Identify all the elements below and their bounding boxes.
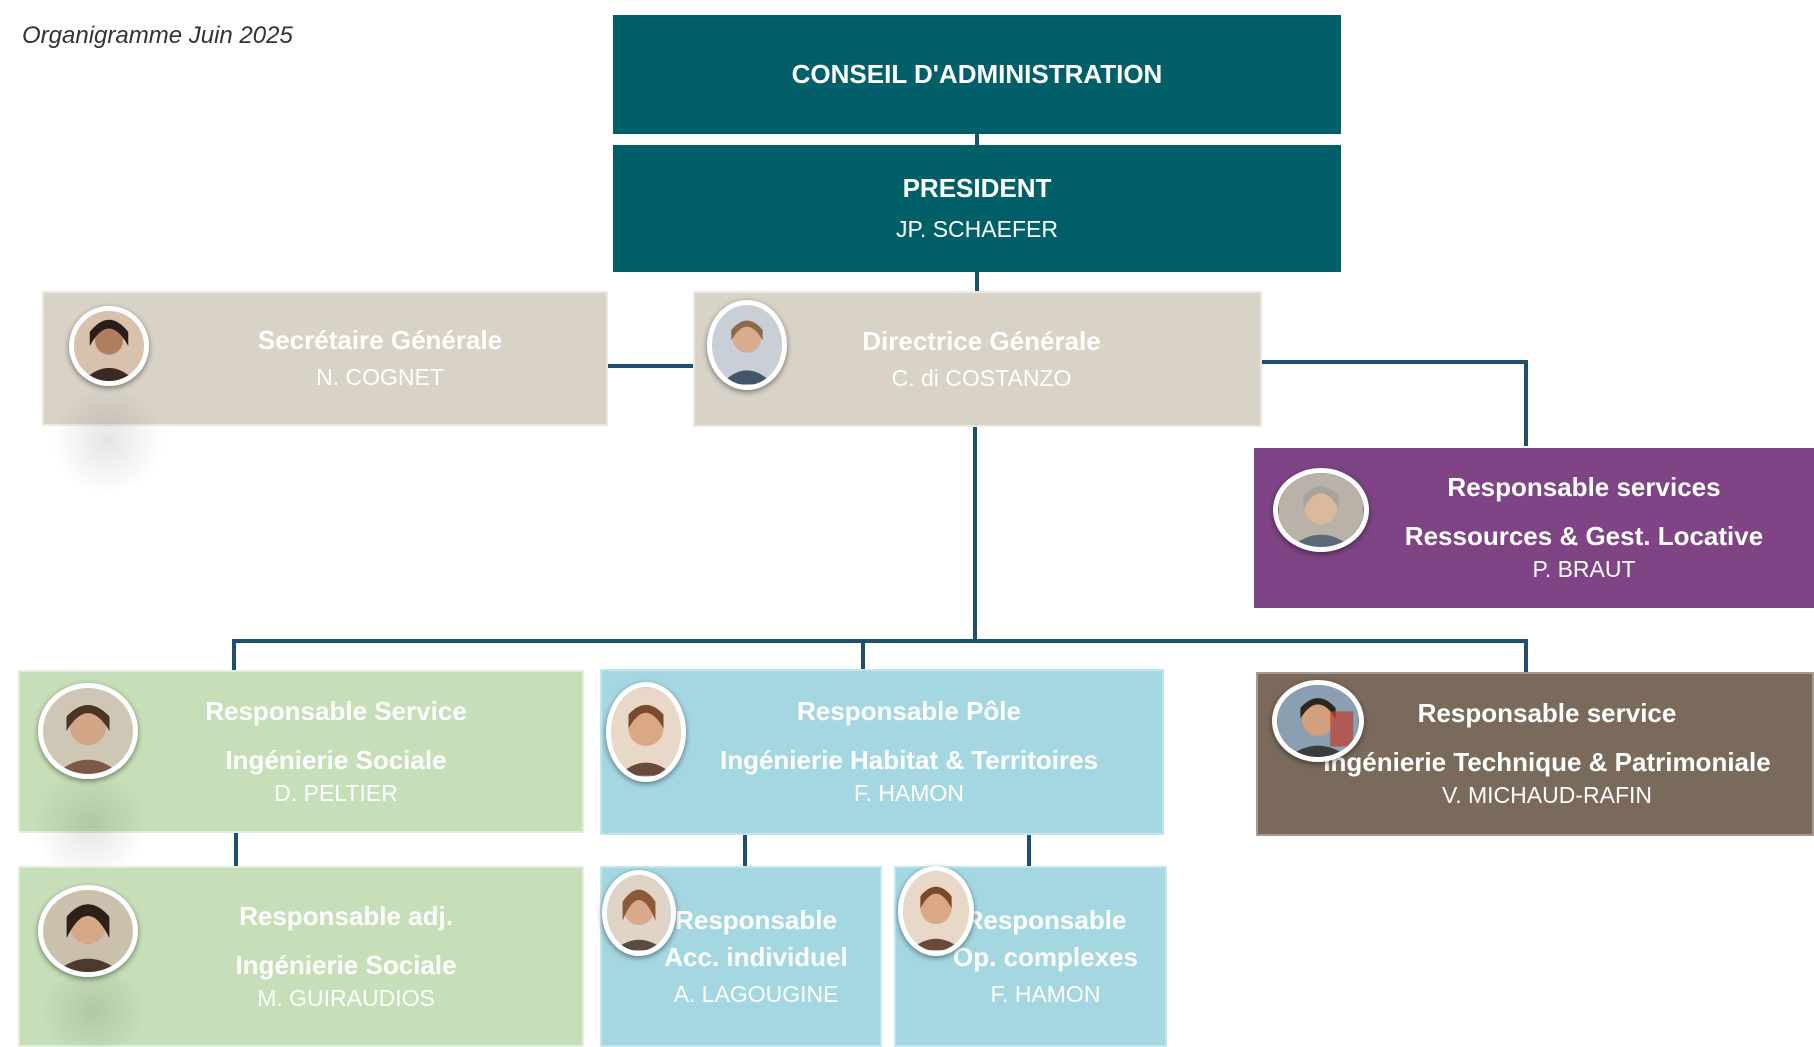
ressources-role: Responsable services [1447,472,1721,503]
portrait-photo-braut [1273,468,1369,552]
op-complexes-box: Responsable Op. complexes F. HAMON [894,866,1167,1047]
directrice-name: C. di COSTANZO [891,364,1072,391]
directrice-role: Directrice Générale [862,325,1101,356]
technique-name: V. MICHAUD-RAFIN [1442,782,1652,809]
secretaire-name: N. COGNET [316,364,444,391]
ingenierie-habitat-box: Responsable Pôle Ingénierie Habitat & Te… [600,669,1164,835]
technique-dept: Ingénierie Technique & Patrimoniale [1323,747,1771,778]
portrait-photo-hamon-2 [898,866,974,956]
habitat-role: Responsable Pôle [797,696,1021,727]
directrice-generale-box: Directrice Générale C. di COSTANZO [693,291,1262,427]
complexes-name: F. HAMON [990,980,1101,1007]
shadow-blob [45,390,170,490]
sociale-role: Responsable Service [205,695,467,726]
portrait-photo-hamon [606,682,686,782]
technique-role: Responsable service [1417,698,1677,729]
sociale-adj-name: M. GUIRAUDIOS [257,984,435,1011]
portrait-photo-peltier [38,683,138,779]
secretaire-generale-box: Secrétaire Générale N. COGNET [42,291,608,426]
president-box: PRESIDENT JP. SCHAEFER [613,145,1341,272]
individuel-name: A. LAGOUGINE [673,980,839,1007]
acc-individuel-box: Responsable Acc. individuel A. LAGOUGINE [600,866,882,1047]
sociale-name: D. PELTIER [274,779,398,806]
president-name: JP. SCHAEFER [896,216,1058,243]
individuel-dept: Acc. individuel [664,941,848,972]
individuel-role: Responsable [675,904,837,935]
sociale-adj-role: Responsable adj. [239,900,453,931]
habitat-name: F. HAMON [854,780,964,807]
sociale-adj-dept: Ingénierie Sociale [235,949,457,980]
ressources-name: P. BRAUT [1532,556,1636,583]
portrait-photo-michaud-rafin [1272,680,1364,762]
sociale-dept: Ingénierie Sociale [225,744,447,775]
complexes-role: Responsable [964,904,1127,935]
chart-caption: Organigramme Juin 2025 [22,22,293,49]
habitat-dept: Ingénierie Habitat & Territoires [719,745,1099,776]
secretaire-role: Secrétaire Générale [257,325,503,356]
portrait-photo-costanzo [707,300,787,390]
conseil-title: CONSEIL D'ADMINISTRATION [791,58,1163,89]
portrait-photo-cognet [69,306,149,386]
shadow-blob [28,975,158,1047]
ressources-dept: Ressources & Gest. Locative [1404,521,1764,552]
shadow-blob [25,775,155,875]
portrait-photo-guiraudios [38,885,138,977]
conseil-administration-box: CONSEIL D'ADMINISTRATION [613,15,1341,134]
complexes-dept: Op. complexes [953,941,1138,972]
portrait-photo-lagougine [602,870,676,956]
president-role: PRESIDENT [902,173,1052,204]
